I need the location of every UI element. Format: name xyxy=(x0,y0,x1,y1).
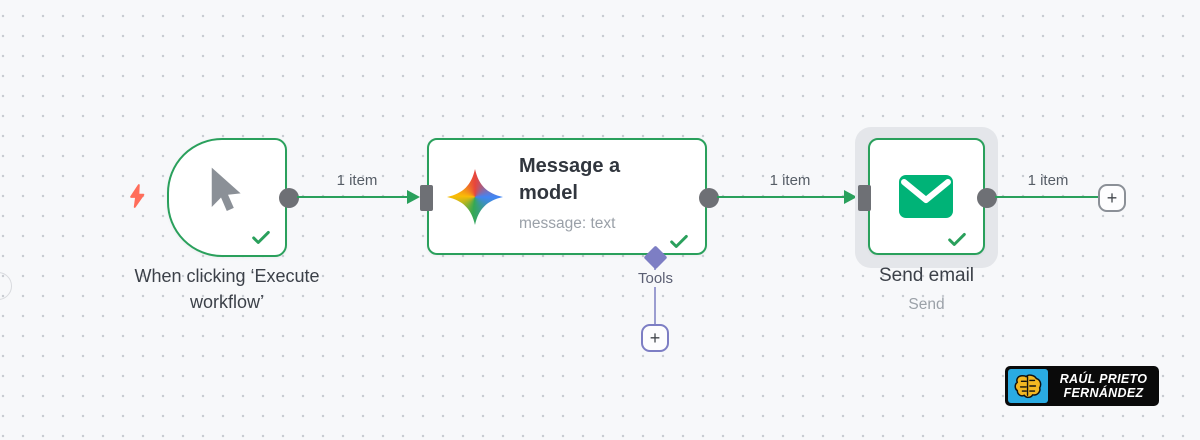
check-icon xyxy=(250,226,272,248)
watermark-badge: RAÚL PRIETO FERNÁNDEZ xyxy=(1005,366,1159,406)
mouse-pointer-icon xyxy=(203,165,245,221)
connection-items-label: 1 item xyxy=(1027,172,1069,189)
tools-connector-line xyxy=(654,264,656,326)
trigger-node-label: When clicking ‘Execute workflow’ xyxy=(134,266,320,312)
check-icon xyxy=(946,228,968,250)
connection-model-to-email[interactable] xyxy=(717,196,845,198)
model-output-port[interactable] xyxy=(699,188,719,208)
tools-port-label: Tools xyxy=(625,270,686,287)
model-node-subtitle: message: text xyxy=(519,215,616,232)
model-node-title: Message a model xyxy=(519,155,621,204)
email-node-label: Send email xyxy=(878,265,975,286)
connection-email-to-next[interactable] xyxy=(995,196,1099,198)
offscreen-node-edge xyxy=(0,272,12,300)
envelope-icon xyxy=(899,175,953,218)
watermark-line1: RAÚL PRIETO xyxy=(1059,372,1148,386)
brain-icon xyxy=(1008,369,1048,403)
email-input-port[interactable] xyxy=(858,185,871,211)
model-input-port[interactable] xyxy=(420,185,433,211)
email-node-sublabel: Send xyxy=(908,296,945,313)
connection-items-label: 1 item xyxy=(769,172,811,189)
add-tool-button[interactable]: + xyxy=(641,324,669,352)
connection-arrow-icon xyxy=(407,190,420,204)
email-output-port[interactable] xyxy=(977,188,997,208)
check-icon xyxy=(668,230,690,252)
add-node-button[interactable]: + xyxy=(1098,184,1126,212)
connection-trigger-to-model[interactable] xyxy=(297,196,408,198)
lightning-icon xyxy=(126,184,148,208)
watermark-line2: FERNÁNDEZ xyxy=(1063,386,1144,400)
connection-items-label: 1 item xyxy=(336,172,378,189)
trigger-output-port[interactable] xyxy=(279,188,299,208)
connection-arrow-icon xyxy=(844,190,857,204)
